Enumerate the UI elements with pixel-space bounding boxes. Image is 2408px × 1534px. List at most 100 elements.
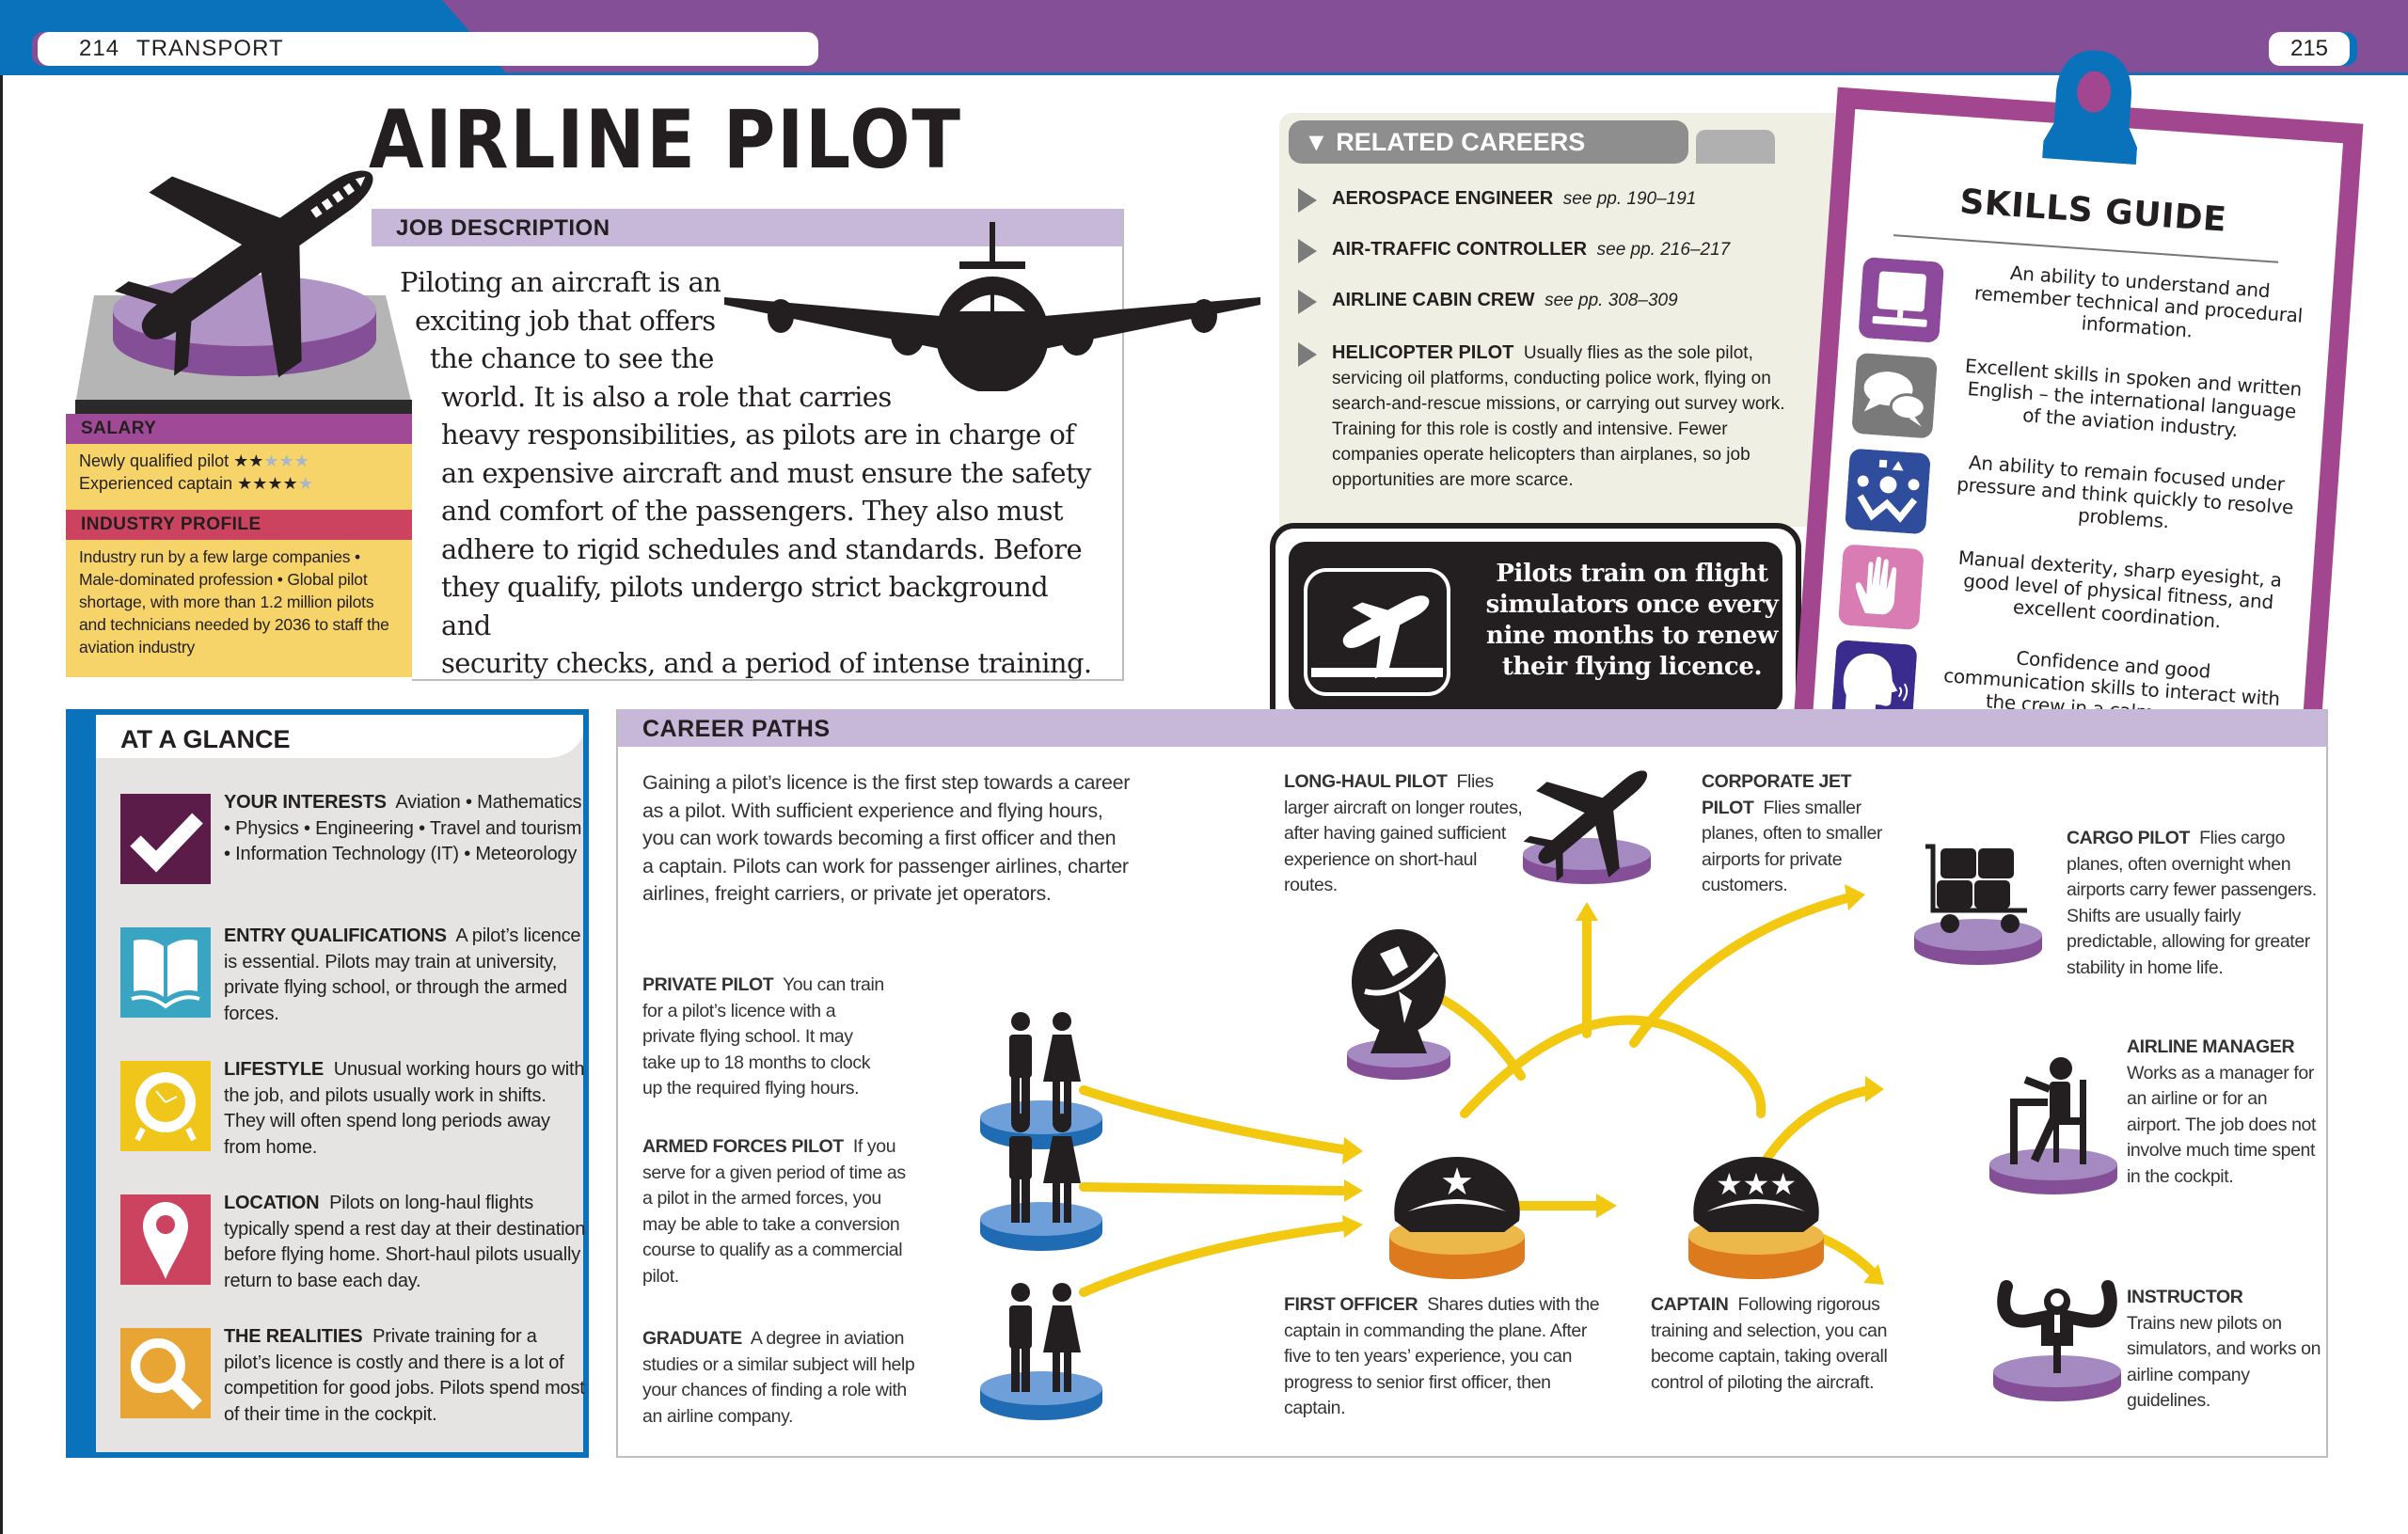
destination-role: AIRLINE MANAGER Works as a manager for an…: [2127, 1035, 2324, 1190]
page-edge: [0, 75, 3, 1534]
plane-takeoff-icon: [1304, 568, 1450, 696]
job-line: the chance to see the: [430, 342, 714, 374]
role-label: CARGO PILOT: [2067, 828, 2191, 848]
captain-description: CAPTAIN Following rigorous training and …: [1651, 1292, 1914, 1396]
glance-text: THE REALITIES Private training for a pil…: [224, 1324, 586, 1428]
at-a-glance-panel: AT A GLANCE YOUR INTERESTS Aviation • Ma…: [66, 709, 589, 1458]
star-filled-icon: ★: [267, 474, 283, 493]
route-label: GRADUATE: [642, 1328, 742, 1349]
route-label: ARMED FORCES PILOT: [642, 1136, 844, 1157]
page-title: AIRLINE PILOT: [369, 93, 962, 187]
pedestal-long-haul: [1347, 929, 1450, 1080]
triangle-right-icon: [1298, 290, 1317, 314]
alarm-clock-icon: [120, 1061, 211, 1151]
industry-profile-heading: INDUSTRY PROFILE: [66, 510, 412, 540]
page-reference: see pp. 216–217: [1596, 240, 1731, 260]
career-paths-heading: CAREER PATHS: [618, 709, 2326, 747]
fact-box: Pilots train on flight simulators once e…: [1270, 523, 1801, 732]
career-name: AIRLINE CABIN CREW: [1332, 290, 1535, 310]
star-empty-icon: ★: [297, 474, 313, 493]
career-name: HELICOPTER PILOT: [1332, 342, 1514, 363]
arrow-to-cargo: [1629, 893, 1855, 1048]
arrow-to-manager: [1761, 1085, 1874, 1165]
route-label: PRIVATE PILOT: [642, 974, 774, 995]
role-text: Works as a manager for an airline or for…: [2127, 1062, 2317, 1187]
star-rating: ★★★★★: [233, 451, 309, 470]
role-text: Following rigorous training and selectio…: [1651, 1294, 1888, 1393]
salary-row: Newly qualified pilot ★★★★★: [79, 450, 403, 472]
job-line: security checks, and a period of intense…: [441, 647, 1092, 679]
career-name: AEROSPACE ENGINEER: [1332, 188, 1554, 209]
role-label: LONG-HAUL PILOT: [1284, 771, 1448, 792]
salary-industry-panel: SALARY Newly qualified pilot ★★★★★ Exper…: [66, 414, 412, 677]
glance-label: LOCATION: [224, 1193, 320, 1213]
airplane-icon: [1523, 770, 1648, 881]
clipboard-paper: SKILLS GUIDE An ability to understand an…: [1811, 108, 2343, 768]
star-filled-icon: ★: [252, 474, 268, 493]
at-a-glance-heading: AT A GLANCE: [96, 715, 583, 758]
route-text: If you serve for a given period of time …: [642, 1136, 906, 1287]
skills-guide-clipboard: SKILLS GUIDE An ability to understand an…: [1772, 50, 2401, 801]
fact-text: Pilots train on flight simulators once e…: [1485, 560, 1779, 681]
first-officer-description: FIRST OFFICER Shares duties with the cap…: [1284, 1292, 1613, 1422]
glance-label: YOUR INTERESTS: [224, 792, 387, 813]
star-rating: ★★★★★: [237, 474, 313, 493]
speaking-head-icon: [1831, 640, 1917, 725]
clipboard-clip: [2042, 50, 2138, 165]
star-empty-icon: ★: [263, 451, 279, 470]
related-career-item[interactable]: AEROSPACE ENGINEER see pp. 190–191: [1298, 186, 1806, 213]
checkmark-icon: [120, 794, 211, 884]
captain-hat: ★★★: [1688, 1157, 1824, 1279]
skill-item: Confidence and good communication skills…: [1830, 634, 2288, 759]
role-label: CAPTAIN: [1651, 1294, 1729, 1315]
glance-body: Aviation • Mathematics • Physics • Engin…: [224, 792, 582, 864]
glance-text: YOUR INTERESTS Aviation • Mathematics • …: [224, 790, 586, 868]
salary-label: Experienced captain: [79, 474, 233, 493]
entry-route: ARMED FORCES PILOT If you serve for a gi…: [642, 1134, 915, 1289]
destination-role: CARGO PILOT Flies cargo planes, often ov…: [2067, 826, 2325, 981]
glance-label: LIFESTYLE: [224, 1059, 324, 1080]
entry-route: GRADUATE A degree in aviation studies or…: [642, 1326, 925, 1430]
arrow-graduate-to-first-officer: [1079, 1222, 1347, 1297]
hand-icon: [1838, 545, 1924, 630]
triangle-right-icon: [1298, 239, 1317, 263]
related-career-item[interactable]: AIR-TRAFFIC CONTROLLER see pp. 216–217: [1298, 237, 1806, 263]
juggling-person-icon: [1845, 449, 1931, 534]
book-icon: [120, 927, 211, 1018]
cargo-trolley-icon: [1925, 844, 2027, 933]
related-careers-title: RELATED CAREERS: [1336, 128, 1586, 156]
role-label: CORPORATE JET PILOT: [1702, 771, 1852, 818]
pedestal-armed-forces-pilot: [980, 1114, 1102, 1251]
jet-front-icon: [724, 222, 1260, 391]
role-label: AIRLINE MANAGER: [2127, 1036, 2295, 1057]
related-careers-tab-decoration: [1696, 130, 1775, 164]
career-paths-panel: CAREER PATHS: [616, 709, 2328, 1458]
airplane-icon: [114, 170, 373, 378]
at-a-glance-inner: AT A GLANCE YOUR INTERESTS Aviation • Ma…: [96, 715, 586, 1452]
glance-text: LOCATION Pilots on long-haul flights typ…: [224, 1191, 586, 1294]
career-name: AIR-TRAFFIC CONTROLLER: [1332, 239, 1588, 260]
star-filled-icon: ★: [248, 451, 264, 470]
glance-label: ENTRY QUALIFICATIONS: [224, 925, 447, 946]
fact-box-inner: Pilots train on flight simulators once e…: [1289, 542, 1782, 713]
glance-body: Unusual working hours go with the job, a…: [224, 1059, 585, 1158]
section-name: TRANSPORT: [136, 36, 284, 61]
three-stars-icon: ★★★: [1716, 1166, 1797, 1202]
glance-label: THE REALITIES: [224, 1326, 363, 1347]
job-line: adhere to rigid schedules and standards.…: [441, 532, 1083, 565]
first-officer-hat: ★: [1389, 1157, 1525, 1279]
star-filled-icon: ★: [282, 474, 298, 493]
role-text: Flies smaller planes, often to smaller a…: [1702, 797, 1883, 896]
star-empty-icon: ★: [278, 451, 294, 470]
career-paths-diagram: ★ ★★★: [980, 770, 2121, 1420]
job-line: heavy responsibilities, as pilots are in…: [441, 419, 1075, 451]
career-description: Usually flies as the sole pilot, servici…: [1332, 343, 1785, 490]
job-line: they qualify, pilots undergo strict back…: [441, 571, 1049, 641]
glance-body: Pilots on long-haul flights typically sp…: [224, 1193, 586, 1291]
related-career-item[interactable]: AIRLINE CABIN CREW see pp. 308–309: [1298, 288, 1806, 314]
pedestal-airline-manager: [1989, 1057, 2117, 1194]
skill-item: Excellent skills in spoken and written E…: [1851, 347, 2308, 472]
job-description-panel: JOB DESCRIPTION Piloting an aircraft is …: [396, 209, 1124, 681]
role-text: Flies cargo planes, often overnight when…: [2067, 828, 2317, 978]
